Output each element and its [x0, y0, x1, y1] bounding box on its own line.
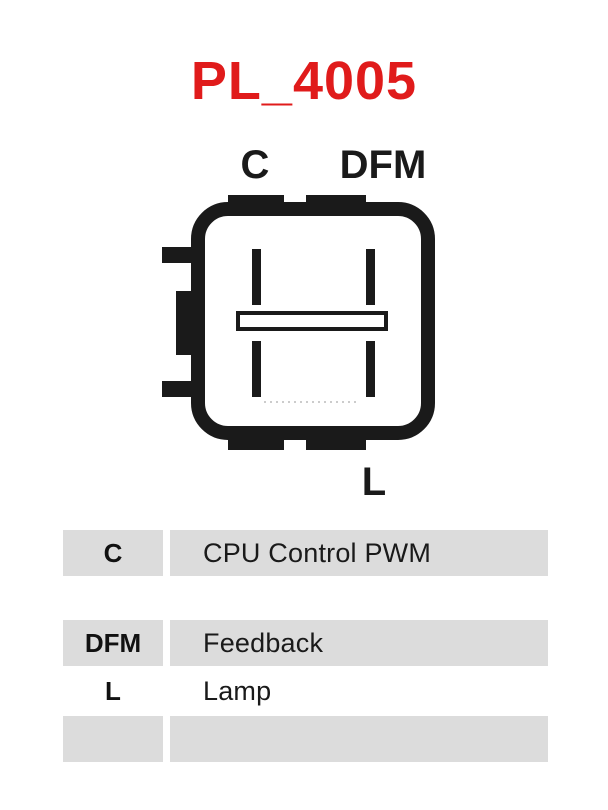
pin-code-c: C	[63, 530, 163, 576]
table-row-spacer	[63, 576, 548, 620]
pin-description-l: Lamp	[170, 668, 548, 714]
pin-description-empty	[170, 716, 548, 762]
connector-illustration	[160, 195, 440, 450]
callout-label-c: C	[240, 143, 270, 187]
table-row: C CPU Control PWM	[63, 530, 548, 576]
table-row	[63, 716, 548, 762]
callout-label-l: L	[361, 460, 387, 504]
pin-slot-lower-left	[252, 341, 261, 397]
connector-svg	[162, 195, 435, 450]
pin-code-dfm: DFM	[63, 620, 163, 666]
pin-description-dfm: Feedback	[170, 620, 548, 666]
page-title: PL_4005	[190, 51, 418, 111]
table-row: L Lamp	[63, 668, 548, 714]
pin-slot-upper-left	[252, 249, 261, 305]
pin-code-empty	[63, 716, 163, 762]
callout-label-dfm: DFM	[339, 143, 427, 187]
center-keyway-bar	[236, 311, 388, 331]
table-row: DFM Feedback	[63, 620, 548, 666]
pin-legend-table: C CPU Control PWM DFM Feedback L Lamp	[63, 530, 548, 762]
pin-description-c: CPU Control PWM	[170, 530, 548, 576]
pin-slot-upper-right	[366, 249, 375, 305]
pin-slot-lower-right	[366, 341, 375, 397]
pin-code-l: L	[63, 668, 163, 714]
